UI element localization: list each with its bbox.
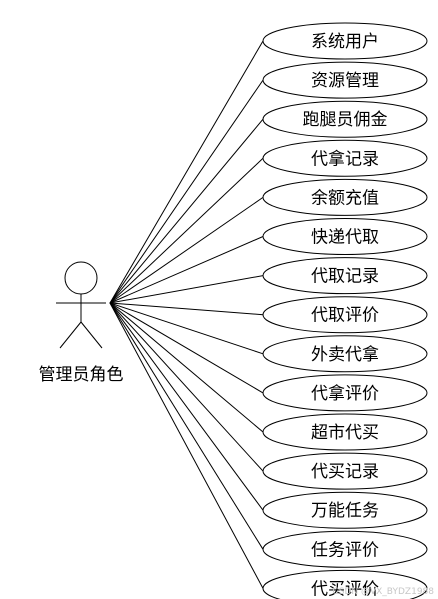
use-case: 外卖代拿 — [262, 335, 428, 373]
use-case-label: 快递代取 — [311, 228, 379, 248]
association-line — [109, 236, 264, 304]
use-case-label: 代买记录 — [311, 462, 379, 482]
use-case-ellipse — [262, 61, 428, 99]
use-case-ellipse — [262, 335, 428, 373]
actor-head — [64, 261, 98, 295]
use-case-label: 外卖代拿 — [311, 344, 379, 365]
use-case-label: 系统用户 — [311, 32, 379, 52]
use-case-ellipse — [262, 100, 428, 138]
use-case: 跑腿员佣金 — [262, 100, 428, 138]
use-case: 万能任务 — [262, 491, 428, 529]
use-case-label: 资源管理 — [311, 71, 379, 91]
use-case-label: 跑腿员佣金 — [303, 110, 388, 130]
use-case: 系统用户 — [262, 22, 428, 60]
use-case-label: 代拿记录 — [311, 148, 379, 169]
use-case: 代拿评价 — [262, 374, 428, 412]
association-line — [109, 157, 264, 304]
association-lines — [109, 40, 264, 589]
use-case: 快递代取 — [262, 218, 428, 255]
use-case: 任务评价 — [262, 530, 428, 568]
use-case: 代取评价 — [262, 296, 428, 334]
use-case: 超市代买 — [262, 413, 428, 451]
association-line — [109, 275, 264, 304]
association-line — [109, 196, 264, 304]
association-line — [109, 302, 264, 589]
use-case-label: 代买评价 — [311, 579, 379, 599]
use-case-ellipse — [262, 452, 428, 490]
use-case-ellipse — [262, 22, 428, 60]
use-case-ellipse — [262, 218, 428, 255]
actor-left-leg — [59, 321, 82, 349]
association-line — [109, 302, 264, 316]
actor-right-leg — [80, 321, 103, 349]
use-case-ellipse — [262, 374, 428, 412]
association-line — [109, 302, 264, 472]
association-line — [109, 302, 264, 511]
use-case: 代拿记录 — [262, 139, 428, 177]
use-case-label: 代取评价 — [311, 306, 379, 326]
use-case-ellipse — [262, 413, 428, 451]
watermark: CSDN @VX_BYDZ1988 — [332, 587, 434, 597]
use-case: 资源管理 — [262, 61, 428, 99]
association-line — [109, 302, 264, 394]
use-case-ellipse — [262, 569, 428, 599]
use-case: 余额充值 — [262, 178, 428, 216]
association-line — [109, 302, 264, 550]
use-case-ellipse — [262, 178, 428, 216]
association-line — [109, 302, 264, 355]
use-case-list: 系统用户资源管理跑腿员佣金代拿记录余额充值快递代取代取记录代取评价外卖代拿代拿评… — [262, 22, 428, 599]
use-case-label: 余额充值 — [311, 188, 379, 208]
use-case-label: 万能任务 — [311, 501, 379, 521]
association-line — [109, 79, 264, 304]
actor-label: 管理员角色 — [39, 365, 124, 385]
use-case-label: 超市代买 — [311, 423, 379, 443]
use-case: 代买评价 — [262, 569, 428, 599]
use-case-label: 任务评价 — [311, 540, 379, 560]
use-case: 代买记录 — [262, 452, 428, 490]
use-case-ellipse — [262, 530, 428, 568]
use-case-label: 代取记录 — [311, 267, 379, 287]
use-case-ellipse — [262, 491, 428, 529]
association-line — [109, 40, 264, 304]
use-case-ellipse — [262, 139, 428, 177]
use-case-ellipse — [262, 257, 428, 295]
use-case-label: 代拿评价 — [311, 383, 379, 404]
association-line — [109, 302, 264, 433]
use-case: 代取记录 — [262, 257, 428, 295]
actor: 管理员角色 — [39, 261, 124, 385]
association-line — [109, 118, 264, 304]
use-case-ellipse — [262, 296, 428, 334]
